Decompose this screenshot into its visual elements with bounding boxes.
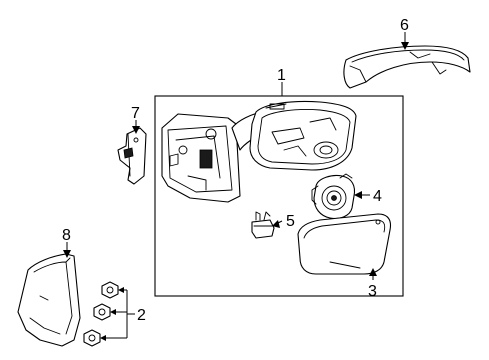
part-6-mirror-cap bbox=[343, 45, 471, 89]
callout-8: 8 bbox=[62, 227, 71, 244]
part-2-nut-middle bbox=[93, 303, 111, 321]
part-5-socket bbox=[251, 211, 275, 239]
assembly-frame bbox=[154, 95, 404, 297]
arrowhead-6 bbox=[401, 42, 409, 50]
part-2-nut-top bbox=[101, 281, 119, 299]
arrowhead-4 bbox=[354, 191, 362, 199]
callout-3: 3 bbox=[368, 283, 377, 300]
arrowhead-8 bbox=[63, 250, 71, 258]
part-7-bracket bbox=[117, 127, 147, 185]
callout-5: 5 bbox=[286, 213, 295, 230]
part-3-mirror-glass bbox=[297, 213, 392, 275]
callout-4: 4 bbox=[373, 188, 382, 205]
part-4-motor bbox=[311, 173, 356, 220]
callout-6: 6 bbox=[400, 17, 409, 34]
callout-1: 1 bbox=[277, 67, 286, 84]
callout-7: 7 bbox=[131, 105, 140, 122]
callout-2: 2 bbox=[137, 307, 146, 324]
part-8-trim-cover bbox=[17, 253, 81, 347]
arrowhead-7 bbox=[132, 126, 140, 134]
arrowhead-5 bbox=[272, 220, 280, 228]
leader-2-bracket bbox=[100, 287, 135, 341]
part-2-nut-bottom bbox=[83, 329, 101, 347]
arrowhead-3 bbox=[369, 268, 377, 276]
part-1-mirror-assembly bbox=[161, 100, 357, 203]
